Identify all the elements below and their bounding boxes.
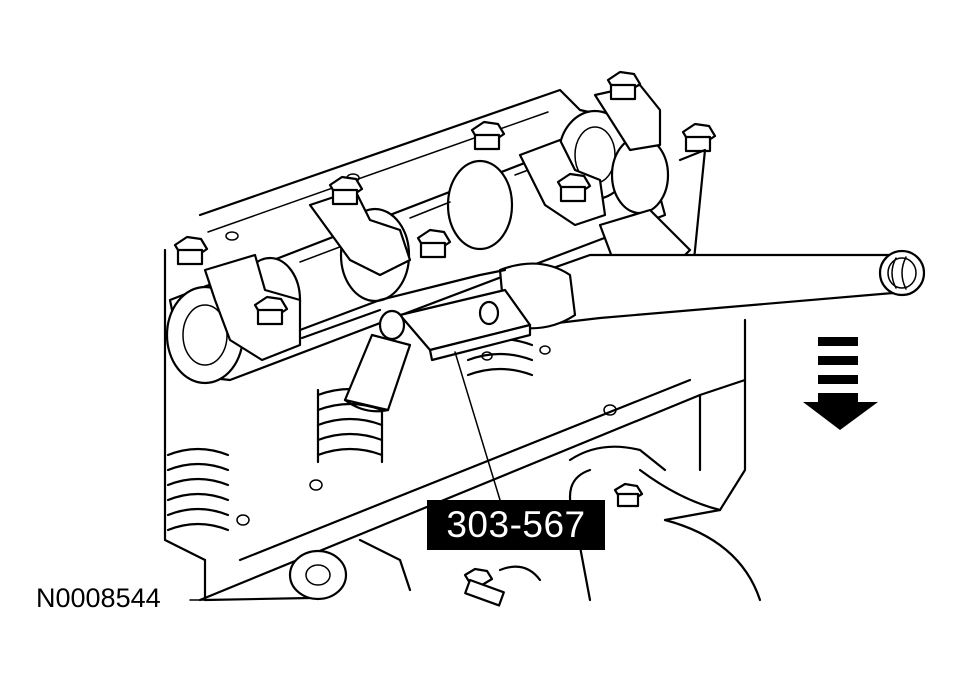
bearing-caps <box>203 83 662 362</box>
bolt-9 <box>613 482 644 508</box>
cylinder-head <box>163 88 762 602</box>
tool-callout-label: 303-567 <box>427 500 605 550</box>
figure-id: N0008544 <box>36 583 161 613</box>
bolt-10 <box>463 567 505 607</box>
bolt-8 <box>681 122 717 153</box>
callout-leader-line <box>454 351 501 501</box>
cap-bolts <box>173 70 717 607</box>
bolt-2 <box>253 295 289 326</box>
spring-compressor-tool <box>298 249 926 413</box>
bolt-4 <box>416 228 452 259</box>
bolt-5 <box>470 120 506 151</box>
bolt-1 <box>173 235 209 266</box>
valve-spring-left <box>166 447 230 532</box>
down-arrow-icon <box>803 337 878 430</box>
bolt-7 <box>606 70 642 101</box>
bolt-6 <box>556 172 592 203</box>
bolt-3 <box>328 175 364 206</box>
